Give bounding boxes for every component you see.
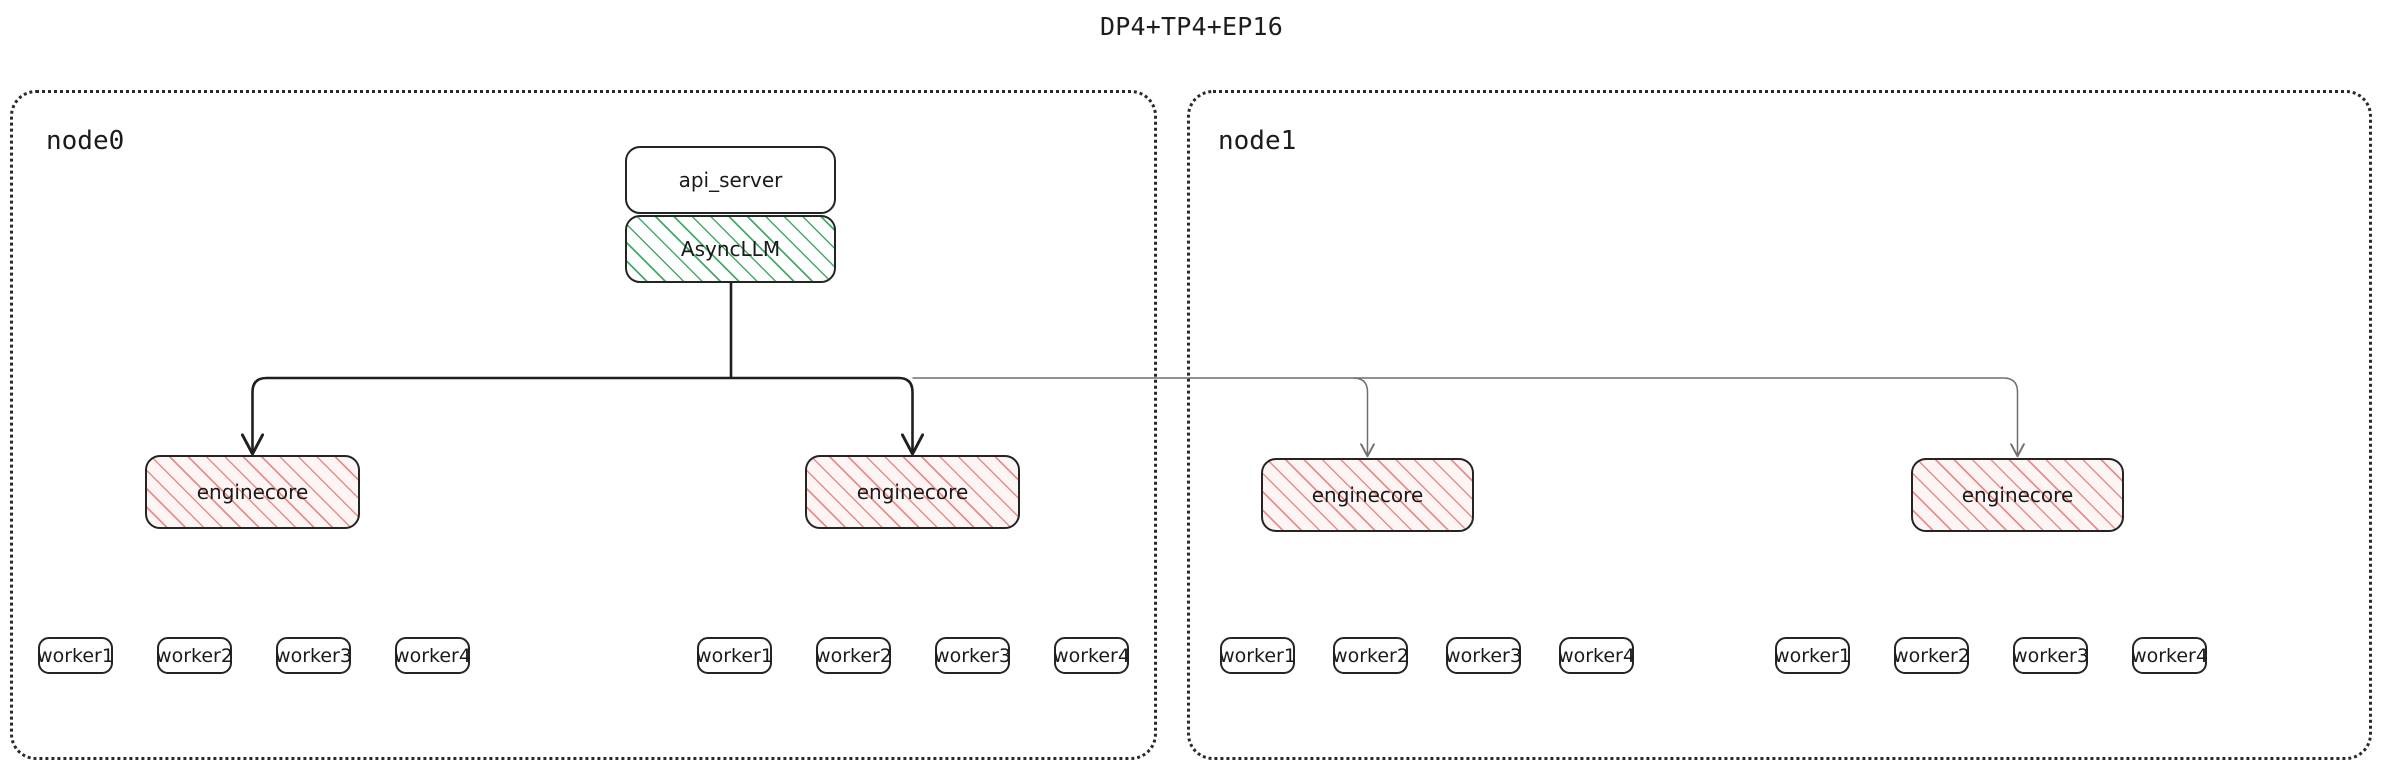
worker-label: worker3	[2012, 644, 2089, 667]
worker-box[interactable]: worker4	[2131, 637, 2208, 674]
node-container-node1	[1187, 90, 2372, 760]
worker-label: worker4	[2131, 644, 2208, 667]
node-label-node0: node0	[46, 126, 125, 156]
worker-box[interactable]: worker3	[2012, 637, 2089, 674]
worker-label: worker1	[1774, 644, 1851, 667]
worker-label: worker3	[1445, 644, 1522, 667]
enginecore-box[interactable]: enginecore	[145, 455, 360, 529]
enginecore-box[interactable]: enginecore	[1911, 458, 2124, 532]
worker-box[interactable]: worker3	[275, 637, 352, 674]
api-server-box[interactable]: api_server	[625, 146, 836, 214]
enginecore-box[interactable]: enginecore	[805, 455, 1020, 529]
worker-label: worker2	[156, 644, 233, 667]
worker-label: worker2	[815, 644, 892, 667]
worker-label: worker1	[1219, 644, 1296, 667]
enginecore-label: enginecore	[196, 480, 309, 504]
worker-box[interactable]: worker2	[1332, 637, 1409, 674]
worker-box[interactable]: worker2	[156, 637, 233, 674]
worker-box[interactable]: worker1	[1774, 637, 1851, 674]
worker-label: worker4	[1053, 644, 1130, 667]
enginecore-label: enginecore	[856, 480, 969, 504]
worker-label: worker1	[37, 644, 114, 667]
worker-box[interactable]: worker2	[1893, 637, 1970, 674]
worker-box[interactable]: worker1	[37, 637, 114, 674]
worker-box[interactable]: worker3	[1445, 637, 1522, 674]
worker-label: worker3	[275, 644, 352, 667]
worker-box[interactable]: worker2	[815, 637, 892, 674]
worker-label: worker3	[934, 644, 1011, 667]
enginecore-box[interactable]: enginecore	[1261, 458, 1474, 532]
worker-label: worker2	[1893, 644, 1970, 667]
worker-label: worker1	[696, 644, 773, 667]
worker-label: worker4	[1558, 644, 1635, 667]
enginecore-label: enginecore	[1311, 483, 1424, 507]
worker-box[interactable]: worker4	[1053, 637, 1130, 674]
page-title: DP4+TP4+EP16	[1099, 12, 1283, 41]
enginecore-label: enginecore	[1961, 483, 2074, 507]
asyncllm-label: AsyncLLM	[680, 237, 781, 261]
worker-box[interactable]: worker3	[934, 637, 1011, 674]
worker-label: worker2	[1332, 644, 1409, 667]
worker-box[interactable]: worker1	[696, 637, 773, 674]
worker-box[interactable]: worker4	[394, 637, 471, 674]
node-container-node0	[10, 90, 1157, 760]
node-label-node1: node1	[1218, 126, 1297, 156]
asyncllm-box[interactable]: AsyncLLM	[625, 215, 836, 283]
worker-box[interactable]: worker1	[1219, 637, 1296, 674]
api-server-label: api_server	[678, 168, 783, 192]
worker-box[interactable]: worker4	[1558, 637, 1635, 674]
worker-label: worker4	[394, 644, 471, 667]
